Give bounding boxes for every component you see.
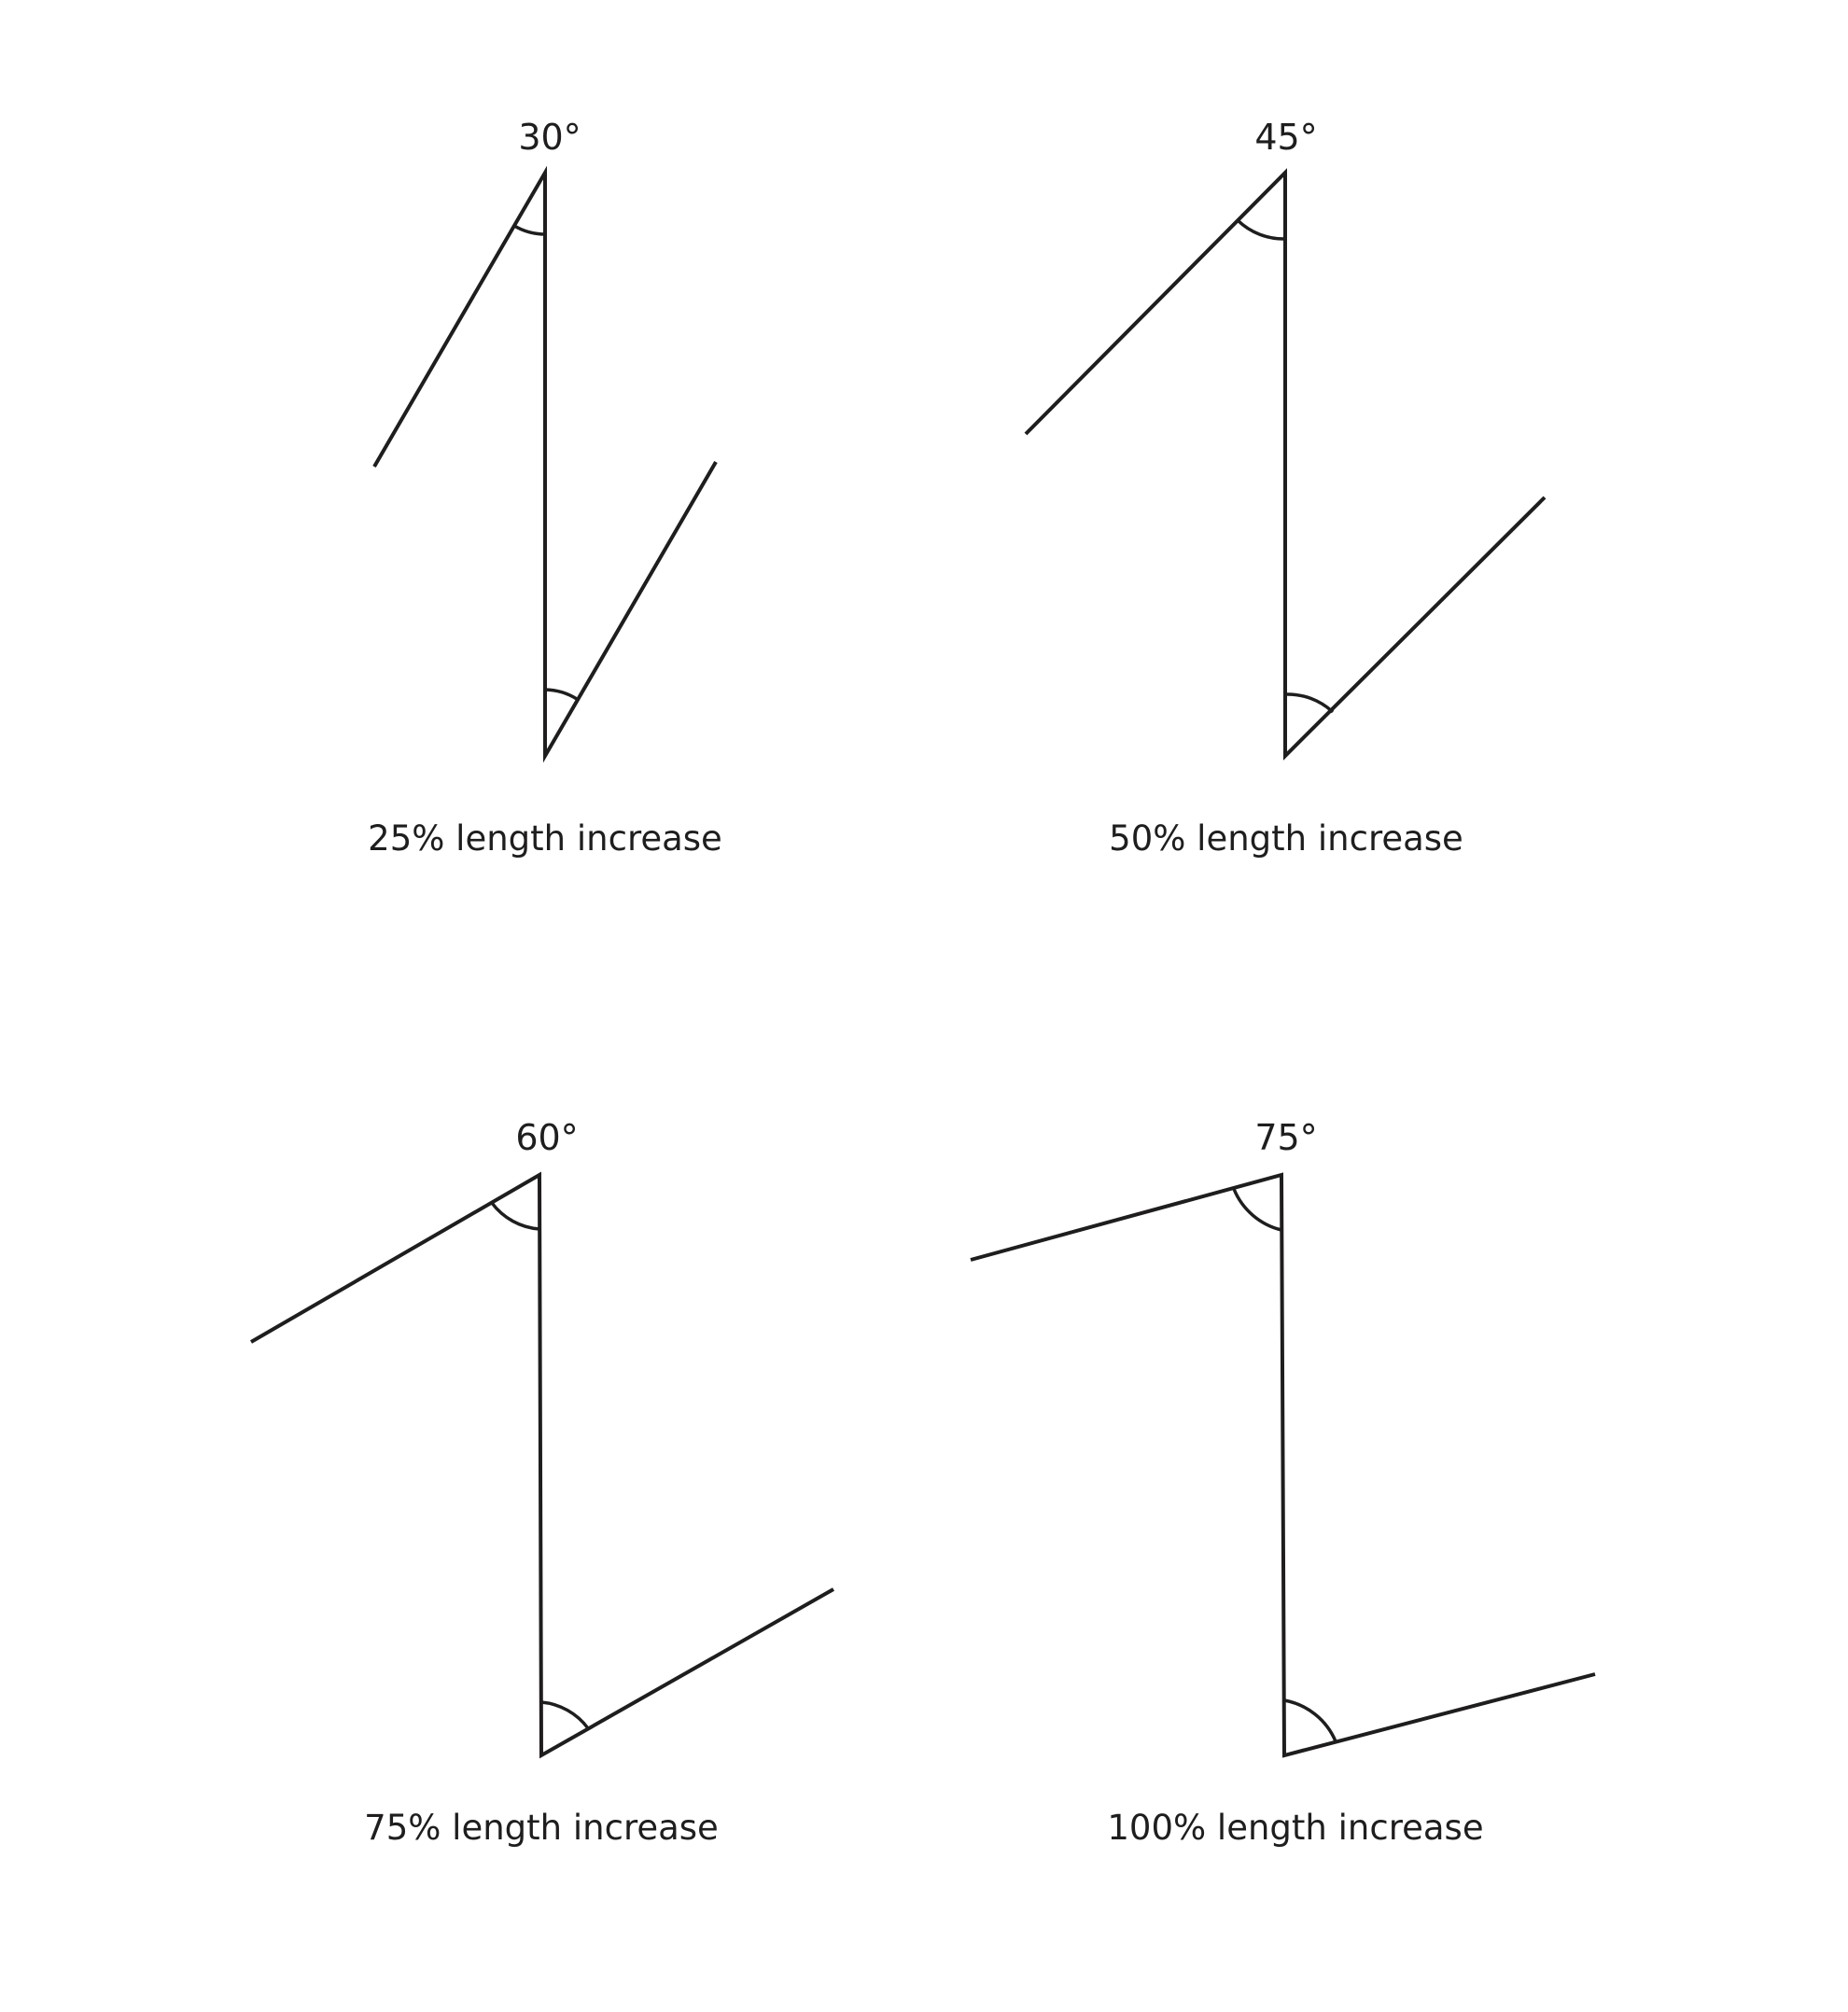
caption: 50% length increase	[1109, 818, 1463, 859]
bottom-angle-arc	[540, 1700, 590, 1730]
top-angle-arc	[513, 224, 546, 236]
zigzag-line	[1024, 168, 1547, 761]
top-angle-arc	[1232, 1188, 1282, 1232]
panel-60-degrees: 60° 75% length increase	[249, 1117, 834, 1848]
angle-label: 30°	[518, 117, 581, 158]
caption: 100% length increase	[1107, 1808, 1483, 1848]
zigzag-line	[372, 165, 718, 763]
caption: 75% length increase	[364, 1808, 719, 1848]
caption: 25% length increase	[368, 818, 722, 859]
angle-label: 75°	[1254, 1117, 1317, 1158]
top-angle-arc	[490, 1201, 540, 1231]
top-angle-arc	[1236, 218, 1286, 241]
panel-75-degrees: 75° 100% length increase	[970, 1117, 1596, 1848]
bottom-angle-arc	[1283, 1698, 1337, 1742]
bottom-angle-arc	[544, 688, 578, 701]
bottom-angle-arc	[1284, 692, 1335, 714]
angle-label: 60°	[515, 1117, 578, 1158]
zigzag-line	[249, 1171, 834, 1759]
panel-30-degrees: 30° 25% length increase	[368, 117, 722, 859]
zigzag-line	[970, 1172, 1596, 1758]
angle-label: 45°	[1254, 117, 1317, 158]
panel-45-degrees: 45° 50% length increase	[1024, 117, 1547, 859]
